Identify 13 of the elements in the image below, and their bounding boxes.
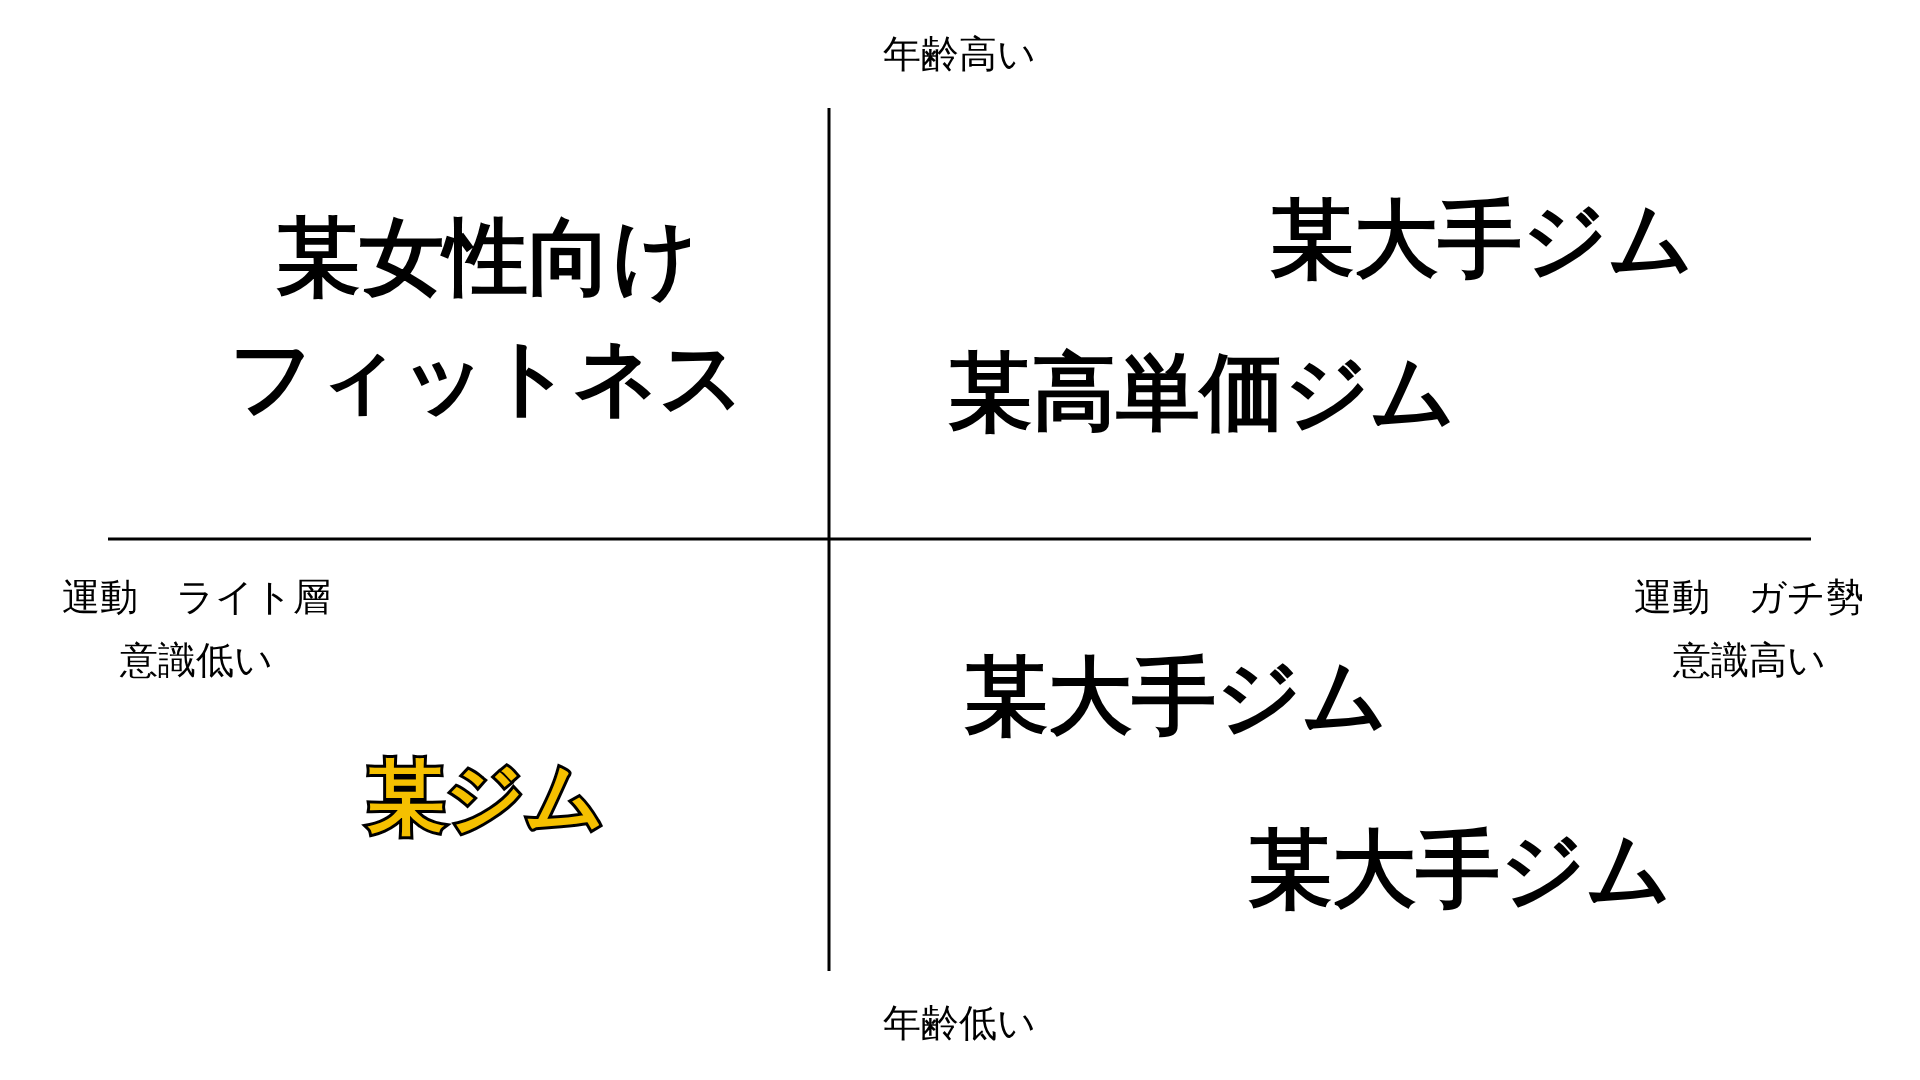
item-label: 某大手ジム xyxy=(1270,192,1694,286)
axis-label: 運動 ガチ勢 xyxy=(1634,577,1864,619)
item-label: フィットネス xyxy=(229,330,745,424)
item-label: 某大手ジム xyxy=(1248,822,1672,916)
item-label: 某大手ジム xyxy=(964,649,1388,743)
axis-label: 運動 ライト層 xyxy=(61,577,331,619)
item-label: 某女性向け xyxy=(276,210,698,304)
axis-label: 年齢低い xyxy=(882,1003,1036,1045)
highlighted-label: 某ジム xyxy=(367,755,605,841)
axis-label: 意識低い xyxy=(119,640,273,682)
axis-label: 年齢高い xyxy=(882,34,1036,76)
axis-label: 意識高い xyxy=(1672,640,1826,682)
item-label: 某高単価ジム xyxy=(948,345,1456,439)
